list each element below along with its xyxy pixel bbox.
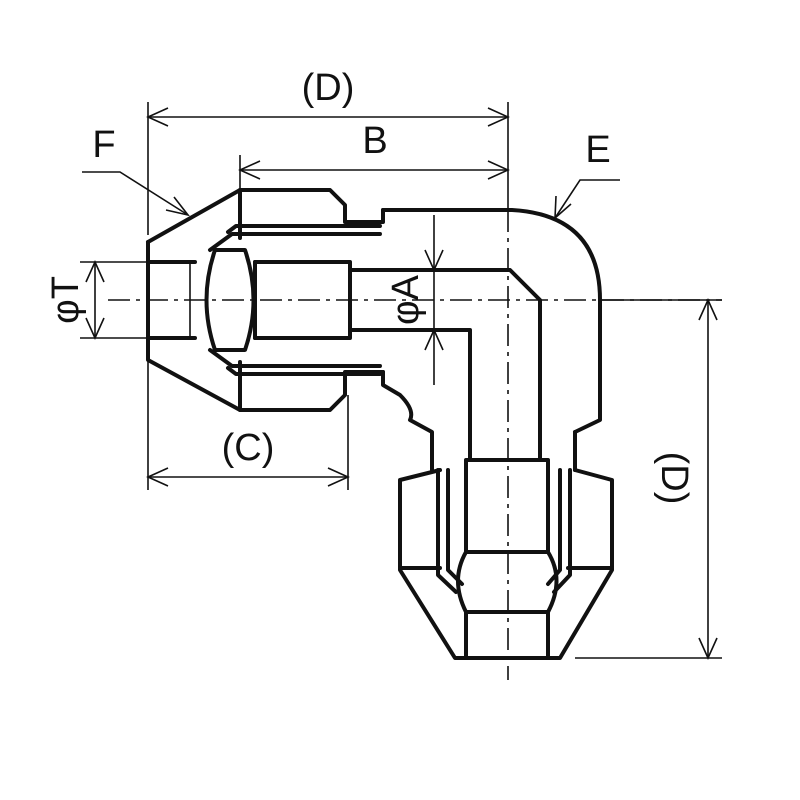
dimension-phi-t <box>80 260 148 340</box>
left-ferrule <box>204 248 257 352</box>
label-b: B <box>362 120 387 162</box>
dimension-b <box>238 155 510 190</box>
label-d-top: (D) <box>302 67 355 109</box>
label-c: (C) <box>222 427 275 469</box>
dimension-d-right <box>575 298 722 660</box>
left-bore <box>253 260 542 462</box>
lower-bore <box>464 458 550 554</box>
dimension-phi-a <box>424 215 444 385</box>
dimension-c <box>146 360 350 490</box>
leader-f <box>82 171 191 217</box>
label-d-right: (D) <box>653 452 695 505</box>
label-e: E <box>585 129 610 171</box>
lower-tube <box>464 610 550 660</box>
label-phi-a: φA <box>385 274 427 325</box>
left-sleeve <box>208 224 382 376</box>
lower-nut <box>398 468 614 660</box>
label-phi-t: φT <box>45 276 87 324</box>
elbow-body <box>381 208 602 472</box>
leader-e <box>554 179 620 220</box>
dimension-d-top <box>146 102 510 235</box>
label-f: F <box>92 124 115 166</box>
left-tube <box>146 260 197 340</box>
